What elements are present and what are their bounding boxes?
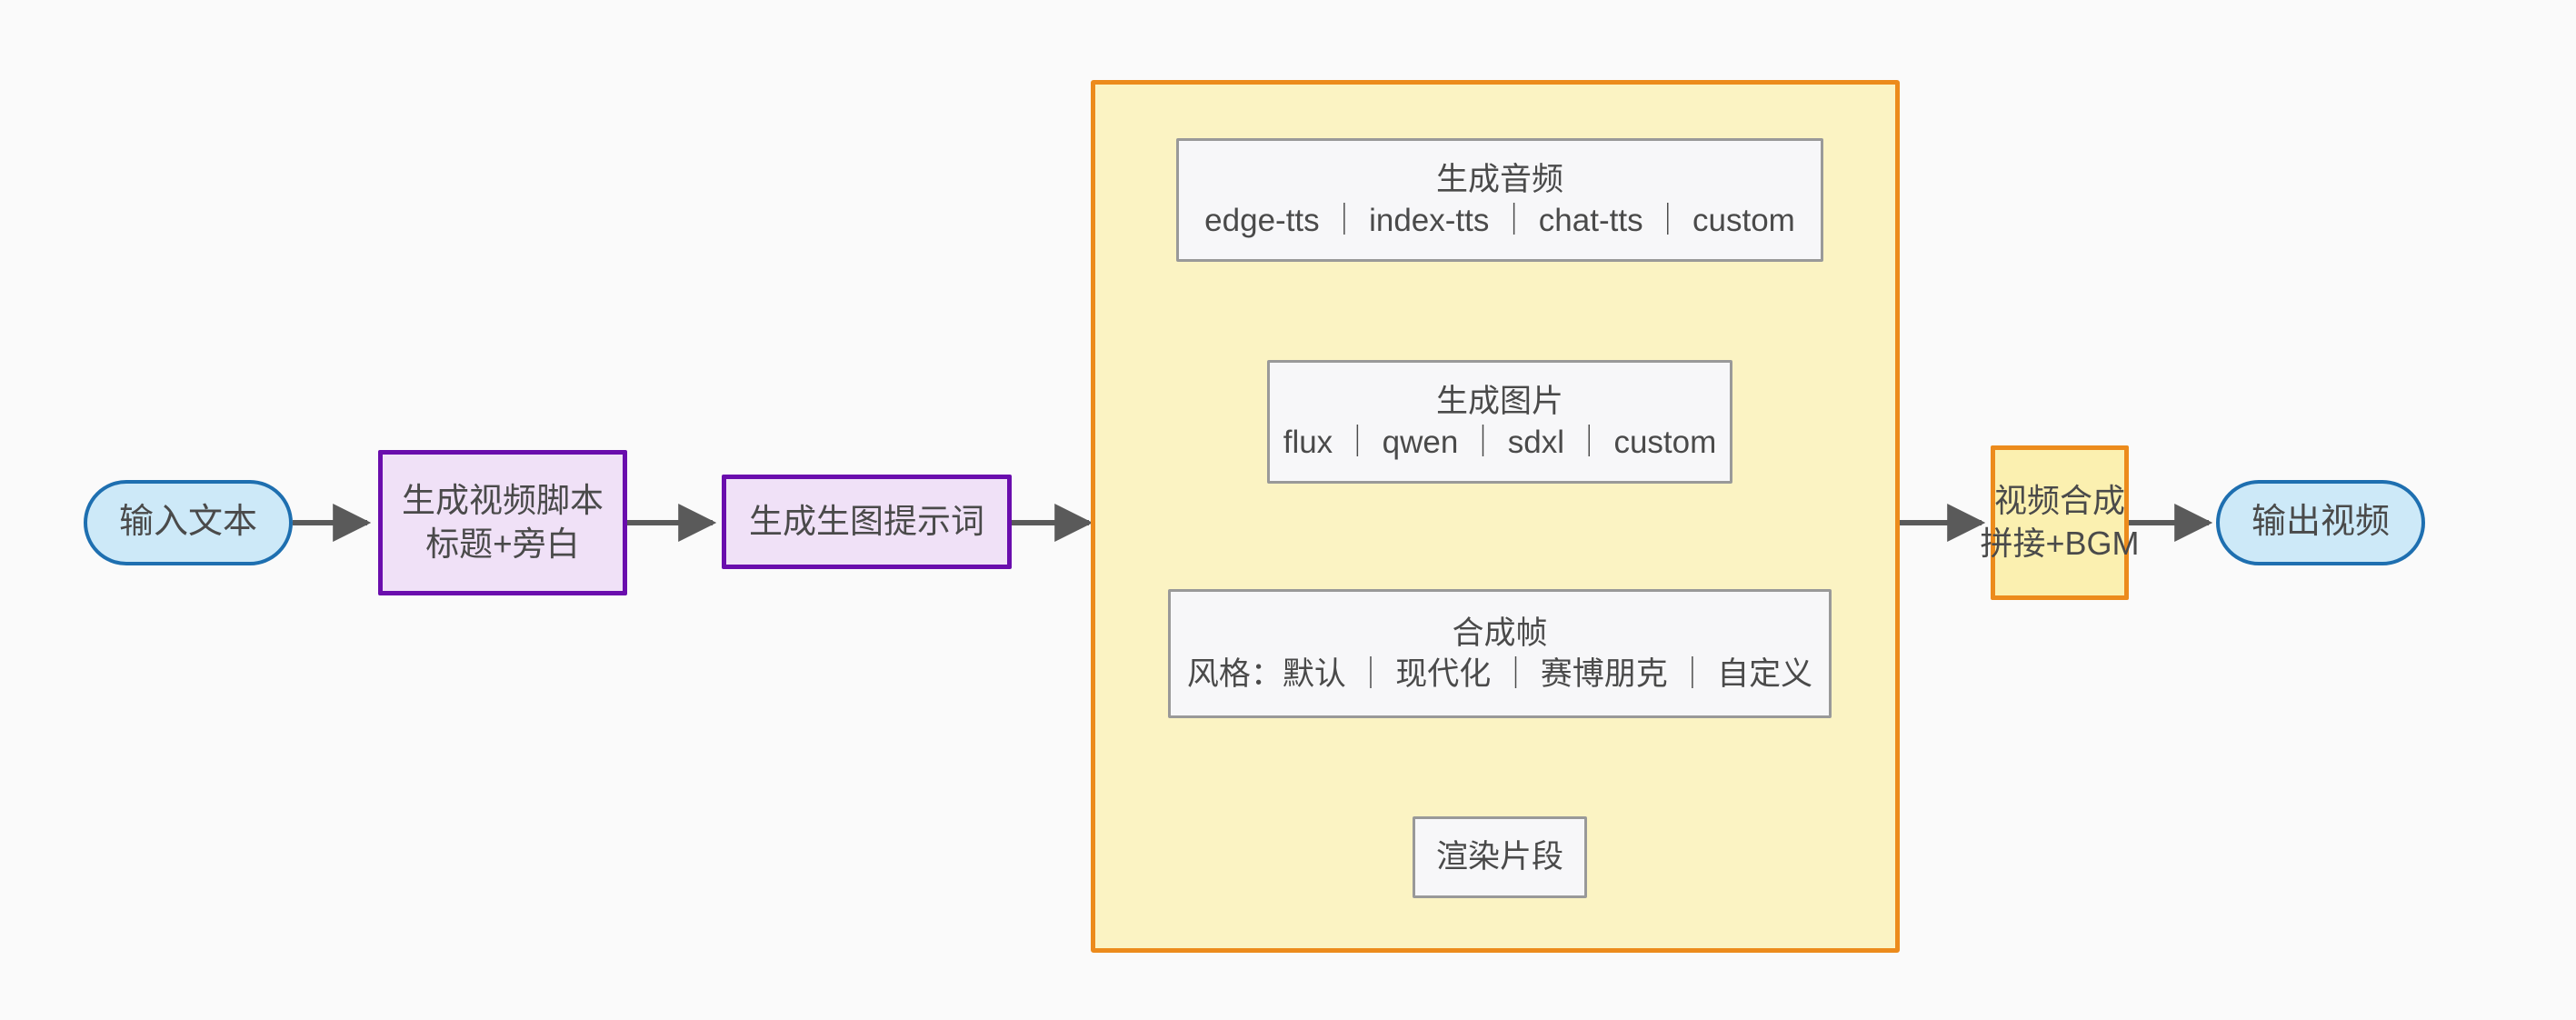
- node-generate-image-line2: flux ｜ qwen ｜ sdxl ｜ custom: [1283, 425, 1717, 460]
- node-generate-image[interactable]: 生成图片 flux ｜ qwen ｜ sdxl ｜ custom: [1267, 360, 1732, 484]
- node-render-clip[interactable]: 渲染片段: [1413, 816, 1587, 898]
- node-generate-audio-line2: edge-tts ｜ index-tts ｜ chat-tts ｜ custom: [1204, 203, 1795, 238]
- node-video-merge[interactable]: 视频合成 拼接+BGM: [1980, 445, 2140, 600]
- node-input-text[interactable]: 输入文本: [84, 480, 293, 565]
- node-generate-script[interactable]: 生成视频脚本 标题+旁白: [378, 450, 627, 595]
- node-output-video-label: 输出视频: [2251, 503, 2390, 542]
- node-generate-script-line1: 生成视频脚本: [402, 481, 604, 519]
- node-generate-prompt-label: 生成生图提示词: [749, 502, 984, 540]
- node-generate-image-line1: 生成图片: [1435, 383, 1563, 419]
- node-compose-frame-line2: 风格：默认 ｜ 现代化 ｜ 赛博朋克 ｜ 自定义: [1186, 656, 1813, 692]
- node-generate-audio-line1: 生成音频: [1435, 161, 1563, 197]
- node-output-video[interactable]: 输出视频: [2216, 480, 2425, 565]
- node-generate-script-line2: 标题+旁白: [425, 525, 580, 563]
- node-render-clip-label: 渲染片段: [1435, 839, 1563, 875]
- node-video-merge-line2: 拼接+BGM: [1980, 525, 2140, 562]
- node-compose-frame[interactable]: 合成帧 风格：默认 ｜ 现代化 ｜ 赛博朋克 ｜ 自定义: [1168, 589, 1832, 718]
- node-generate-audio[interactable]: 生成音频 edge-tts ｜ index-tts ｜ chat-tts ｜ c…: [1176, 138, 1823, 262]
- node-video-merge-line1: 视频合成: [1994, 482, 2126, 520]
- node-generate-prompt[interactable]: 生成生图提示词: [722, 475, 1012, 569]
- node-input-text-label: 输入文本: [118, 503, 257, 542]
- node-compose-frame-line1: 合成帧: [1452, 615, 1548, 651]
